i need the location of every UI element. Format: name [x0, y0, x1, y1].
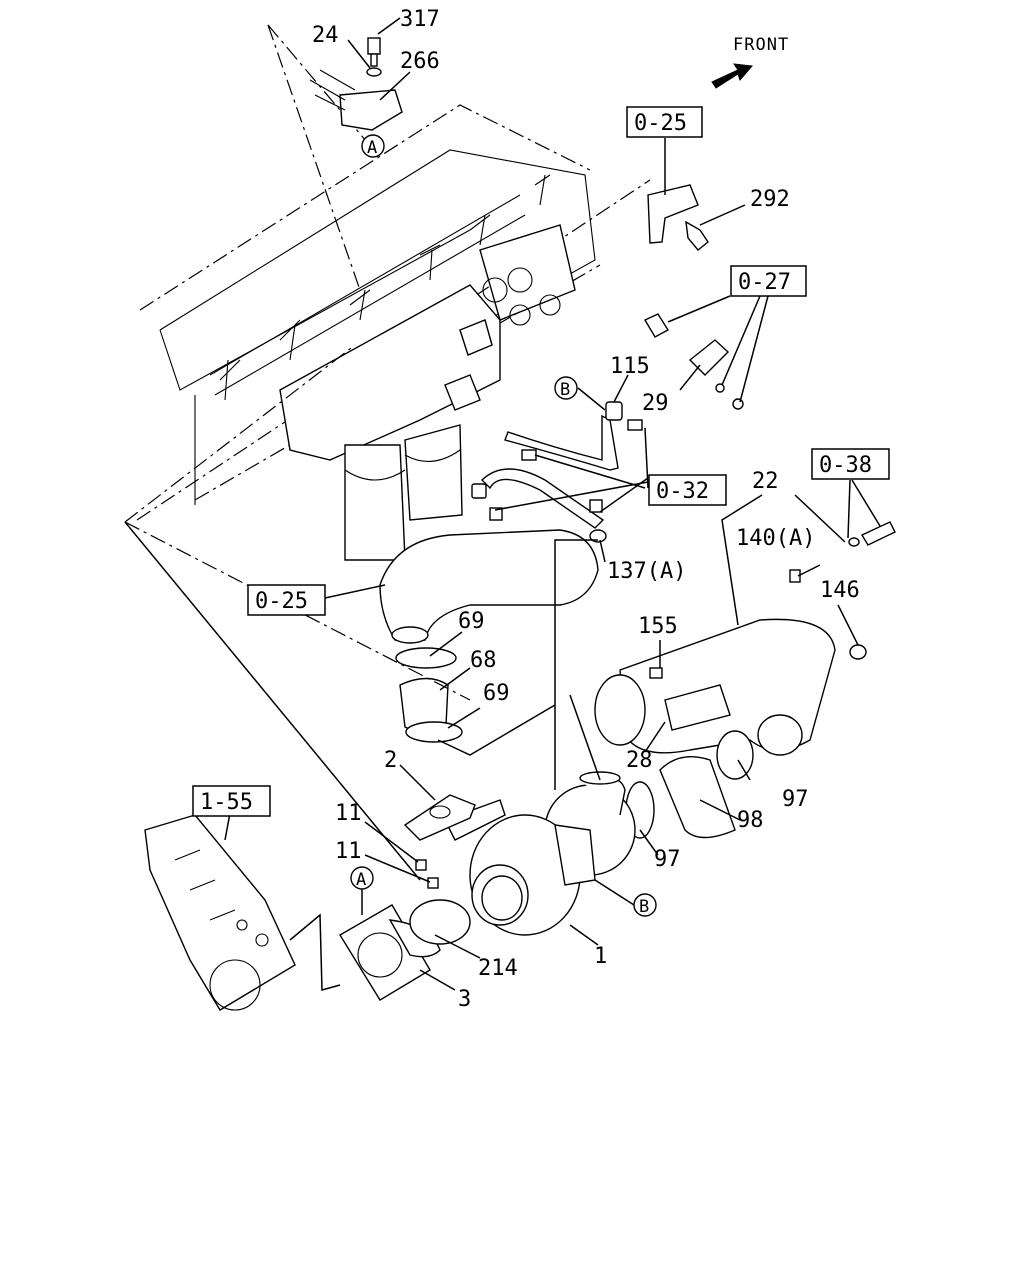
- callout-292: 292: [750, 187, 790, 212]
- callout-29: 29: [642, 391, 669, 416]
- ref-box-0-38: [811, 448, 890, 480]
- callout-155: 155: [638, 614, 678, 639]
- callout-140a: 140(A): [736, 526, 815, 551]
- ref-1-55: 1-55: [200, 790, 253, 815]
- oil-pipes: [471, 401, 643, 543]
- callout-317: 317: [400, 7, 440, 32]
- bracket-assembly-top: [267, 24, 403, 291]
- inlet-adapter: [339, 867, 471, 1001]
- ref-box-0-25-left: [247, 584, 326, 616]
- callout-137a: 137(A): [607, 559, 686, 584]
- callout-24: 24: [312, 23, 339, 48]
- leader-lines: [124, 17, 881, 991]
- callout-97-lower: 97: [654, 847, 681, 872]
- ref-0-38: 0-38: [819, 453, 872, 478]
- callout-115: 115: [610, 354, 650, 379]
- front-arrow-icon: [711, 63, 753, 89]
- callout-11-upper: 11: [335, 801, 362, 826]
- callout-1: 1: [594, 944, 607, 969]
- reference-boxes: 0-25 0-27 0-32 0-38 0-25 1-55: [192, 106, 890, 817]
- front-indicator: FRONT: [711, 35, 789, 89]
- marker-a-top: A: [367, 138, 377, 158]
- turbo-gasket: [403, 794, 476, 889]
- callout-97-right: 97: [782, 787, 809, 812]
- ref-0-27: 0-27: [738, 270, 791, 295]
- marker-b-top: B: [560, 380, 570, 400]
- ref-box-0-32: [648, 474, 727, 506]
- callout-68: 68: [470, 648, 497, 673]
- callout-69-lower: 69: [483, 681, 510, 706]
- inlet-hose-assembly: [379, 529, 599, 743]
- ref-box-0-27: [730, 265, 807, 297]
- marker-b-bottom: B: [639, 897, 649, 917]
- callout-22: 22: [752, 469, 779, 494]
- turbocharger: [444, 771, 636, 936]
- callout-266: 266: [400, 49, 440, 74]
- ref-0-32: 0-32: [656, 479, 709, 504]
- intake-elbow-assembly: [594, 521, 896, 756]
- callout-3: 3: [458, 987, 471, 1012]
- ref-box-1-55: [192, 785, 271, 817]
- ref-0-25-top: 0-25: [634, 111, 687, 136]
- callout-11-lower: 11: [335, 839, 362, 864]
- callout-69-upper: 69: [458, 609, 485, 634]
- callout-2: 2: [384, 748, 397, 773]
- engine-block: [136, 104, 651, 561]
- bracket-292: [647, 184, 709, 251]
- marker-a-bottom: A: [356, 870, 366, 890]
- valve-housing: [144, 814, 296, 1011]
- callout-98: 98: [737, 808, 764, 833]
- part-callouts: 317 24 266 292 115 29 22 140(A) 146 137(…: [312, 7, 860, 1012]
- callout-28: 28: [626, 748, 653, 773]
- callout-146: 146: [820, 578, 860, 603]
- callout-214: 214: [478, 956, 518, 981]
- ref-0-25-left: 0-25: [255, 589, 308, 614]
- circle-markers: A B B A: [350, 134, 657, 917]
- front-label: FRONT: [733, 35, 789, 55]
- ref-box-0-25-top: [626, 106, 703, 138]
